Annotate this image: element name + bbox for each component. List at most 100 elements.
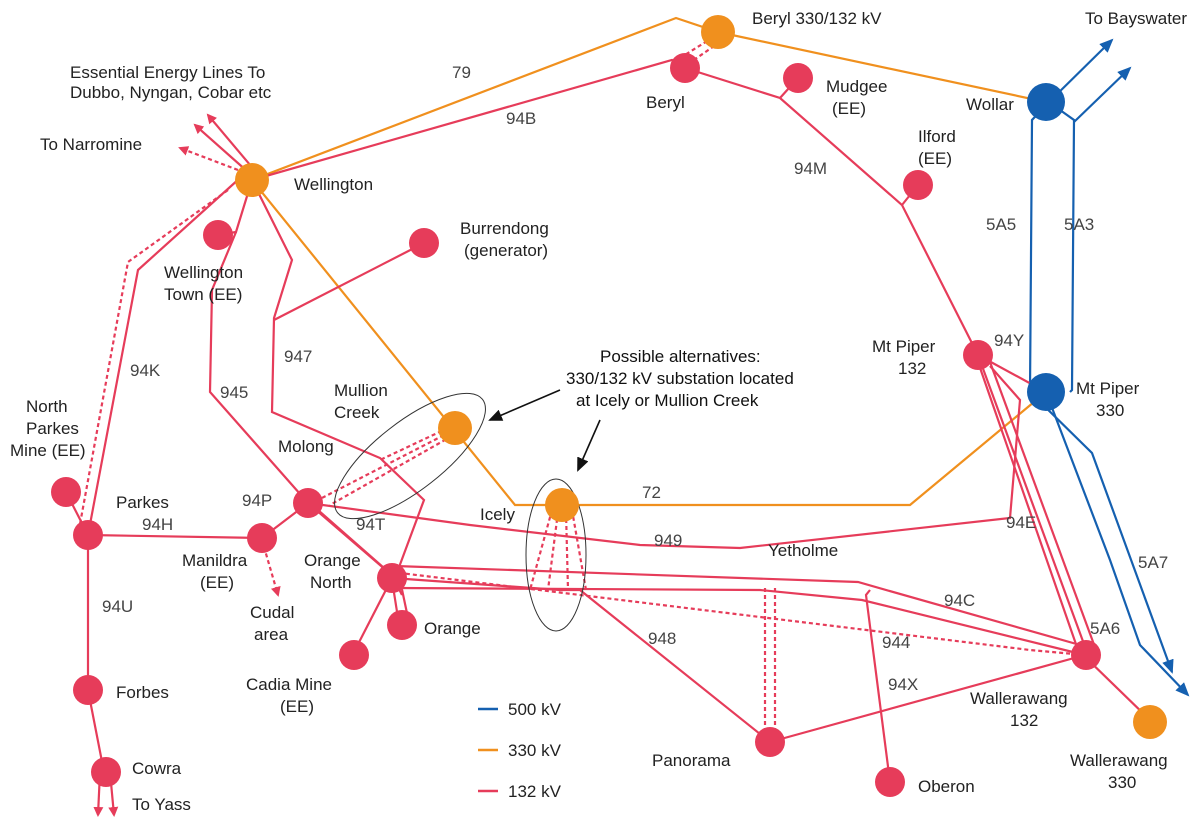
- node-wallerawang-132: [1071, 640, 1101, 670]
- label-mt-piper-132-kv: 132: [898, 359, 926, 378]
- label-line-94k: 94K: [130, 361, 161, 380]
- lines-500kv: [1028, 38, 1190, 697]
- annotation-line-1: Possible alternatives:: [600, 347, 761, 366]
- node-mt-piper-330: [1027, 373, 1065, 411]
- label-burrendong: Burrendong: [460, 219, 549, 238]
- label-line-5a3: 5A3: [1064, 215, 1094, 234]
- line-5a7: [1044, 391, 1190, 697]
- line-94k: [86, 177, 241, 536]
- node-mt-piper-132: [963, 340, 993, 370]
- mullion-ellipse: [334, 392, 486, 520]
- label-line-947: 947: [284, 347, 312, 366]
- label-line-94y: 94Y: [994, 331, 1024, 350]
- icely-ellipse: [525, 478, 587, 632]
- label-wallerawang-330: Wallerawang: [1070, 751, 1168, 770]
- label-line-94h: 94H: [142, 515, 173, 534]
- label-line-5a7: 5A7: [1138, 553, 1168, 572]
- label-wellington: Wellington: [294, 175, 373, 194]
- label-line-944: 944: [882, 633, 910, 652]
- line-94x: [769, 653, 1086, 744]
- label-cadia-ee: (EE): [280, 697, 314, 716]
- line-5a3-c: [1073, 66, 1132, 123]
- lines-330kv: [251, 16, 1047, 507]
- label-line-94t: 94T: [356, 515, 385, 534]
- line-945: [208, 231, 309, 504]
- line-mullion-alt-1: [317, 431, 451, 501]
- line-94k-dash: [76, 189, 229, 536]
- annotation-line-2: 330/132 kV substation located: [566, 369, 794, 388]
- label-line-79: 79: [452, 63, 471, 82]
- line-icely-alt-3: [564, 511, 570, 591]
- node-burrendong: [409, 228, 439, 258]
- lines-132kv: [65, 37, 1151, 817]
- node-mullion-creek: [438, 411, 472, 445]
- label-mudgee: Mudgee: [826, 77, 887, 96]
- label-line-945: 945: [220, 383, 248, 402]
- alternatives-annotation: Possible alternatives: 330/132 kV substa…: [566, 347, 794, 410]
- label-ilford: Ilford: [918, 127, 956, 146]
- label-cadia: Cadia Mine: [246, 675, 332, 694]
- label-line-5a5: 5A5: [986, 215, 1016, 234]
- label-icely: Icely: [480, 505, 515, 524]
- line-mullion-alt-3: [379, 427, 449, 461]
- line-icely-alt-4: [570, 509, 588, 591]
- label-north-parkes-2: Parkes: [26, 419, 79, 438]
- node-cowra: [91, 757, 121, 787]
- label-manildra: Manildra: [182, 551, 248, 570]
- legend-label-132kv: 132 kV: [508, 782, 562, 801]
- legend: 500 kV 330 kV 132 kV: [478, 700, 562, 801]
- label-panorama: Panorama: [652, 751, 731, 770]
- line-947: [251, 179, 426, 579]
- substations: [51, 15, 1167, 797]
- node-wallerawang-330: [1133, 705, 1167, 739]
- label-wollar: Wollar: [966, 95, 1014, 114]
- label-wellington-town-ee: Town (EE): [164, 285, 242, 304]
- label-orange-north: Orange: [304, 551, 361, 570]
- line-949: [307, 365, 1022, 550]
- label-line-948: 948: [648, 629, 676, 648]
- label-line-94c: 94C: [944, 591, 975, 610]
- label-parkes: Parkes: [116, 493, 169, 512]
- line-ee-2: [206, 113, 257, 173]
- line-north-parkes: [65, 491, 106, 773]
- label-mudgee-ee: (EE): [832, 99, 866, 118]
- label-line-94p: 94P: [242, 491, 272, 510]
- label-line-949: 949: [654, 531, 682, 550]
- legend-label-330kv: 330 kV: [508, 741, 562, 760]
- line-mullion-alt-2: [329, 435, 453, 506]
- line-94m: [684, 66, 979, 356]
- node-oberon: [875, 767, 905, 797]
- node-forbes: [73, 675, 103, 705]
- line-944-dash: [391, 570, 1086, 657]
- label-wallerawang-330-kv: 330: [1108, 773, 1136, 792]
- label-molong: Molong: [278, 437, 334, 456]
- label-line-94e: 94E: [1006, 513, 1036, 532]
- label-yetholme: Yetholme: [768, 541, 838, 560]
- label-wallerawang-132-kv: 132: [1010, 711, 1038, 730]
- line-948: [391, 576, 771, 743]
- line-79: [251, 16, 1047, 182]
- node-wellington-town: [203, 220, 233, 250]
- node-cadia: [339, 640, 369, 670]
- label-to-narromine: To Narromine: [40, 135, 142, 154]
- label-mullion: Mullion: [334, 381, 388, 400]
- label-line-94x: 94X: [888, 675, 918, 694]
- node-panorama: [755, 727, 785, 757]
- node-manildra: [247, 523, 277, 553]
- label-wellington-town: Wellington: [164, 263, 243, 282]
- label-north-parkes-1: North: [26, 397, 68, 416]
- label-wallerawang-132: Wallerawang: [970, 689, 1068, 708]
- node-beryl-330: [701, 15, 735, 49]
- node-wellington: [235, 163, 269, 197]
- legend-label-500kv: 500 kV: [508, 700, 562, 719]
- station-labels: Beryl 330/132 kV Beryl Mudgee (EE) Ilfor…: [10, 9, 1187, 814]
- label-line-94u: 94U: [102, 597, 133, 616]
- line-944-b: [394, 564, 1081, 647]
- node-beryl: [670, 53, 700, 83]
- line-number-labels: 79 94B 94M 5A5 5A3 94Y 947 945 94K 94P 9…: [102, 63, 1168, 694]
- label-oberon: Oberon: [918, 777, 975, 796]
- alternatives-markers: [334, 389, 601, 632]
- node-parkes: [73, 520, 103, 550]
- line-ee-1: [193, 123, 249, 173]
